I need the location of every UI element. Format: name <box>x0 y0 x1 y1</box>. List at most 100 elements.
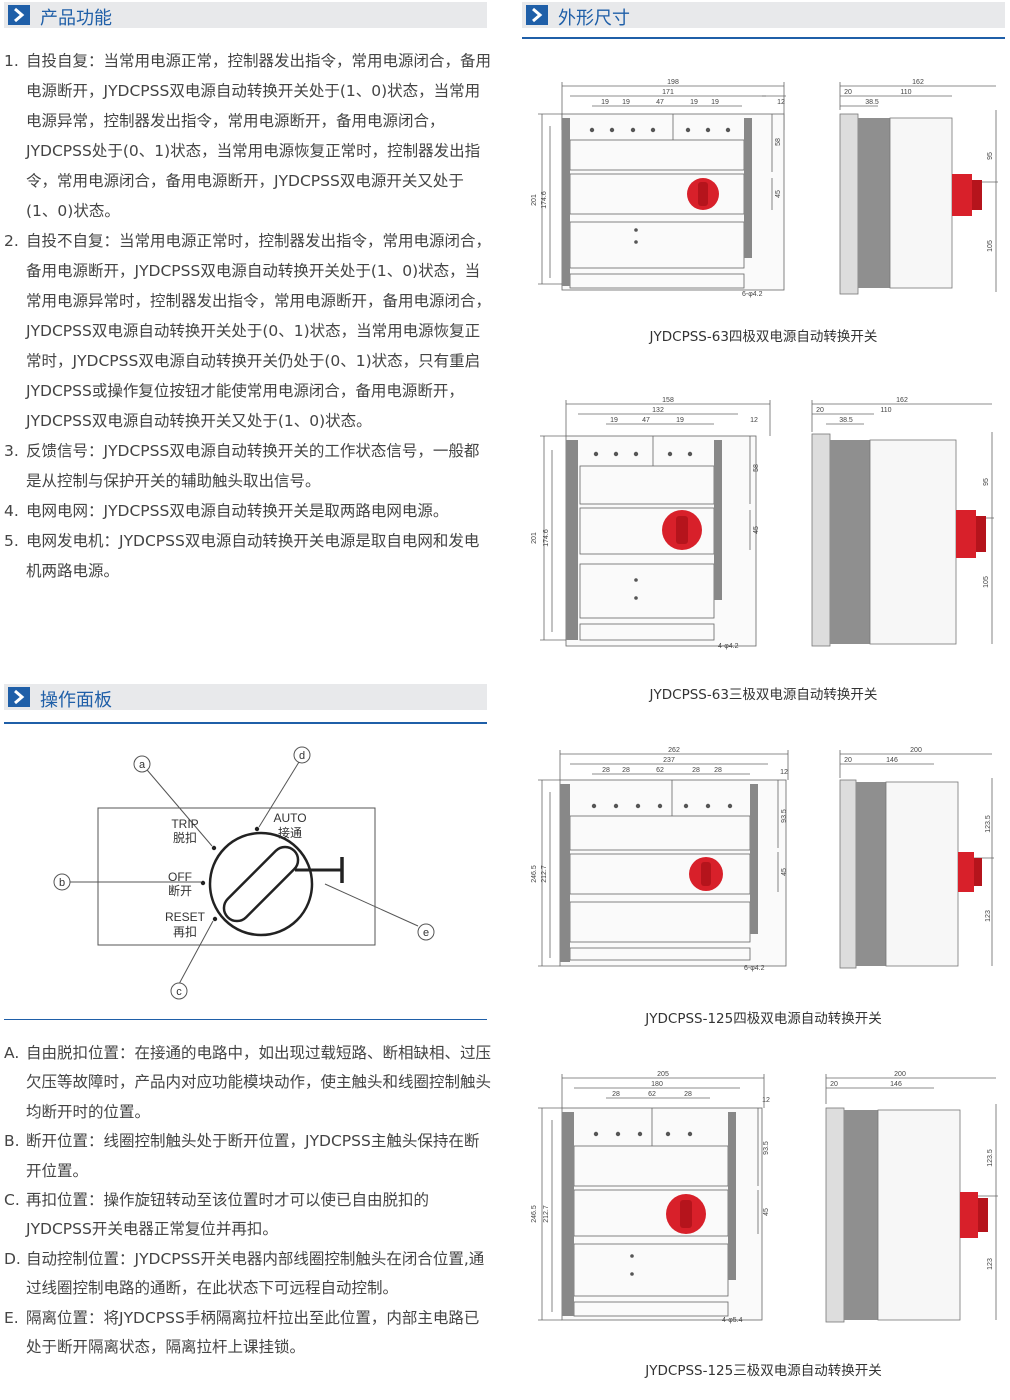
dim-bottom-height: 123 <box>985 910 992 922</box>
dim-right-margin: 12 <box>750 417 758 424</box>
list-item: B. 断开位置：线圈控制触头处于断开位置，JYDCPSS主触头保持在断开位置。 <box>4 1127 492 1186</box>
item-letter: C. <box>4 1191 20 1210</box>
drawing-caption: JYDCPSS-125四极双电源自动转换开关 <box>645 1011 882 1027</box>
callout-c: c <box>176 986 182 998</box>
dim-offset: 38.5 <box>865 99 879 106</box>
dim-spacing: 19 <box>690 99 698 106</box>
item-letter: D. <box>4 1249 21 1268</box>
operation-panel-diagram: a b c d e TRIP 脱扣 OFF 断开 RESET 再扣 AUTO 接… <box>40 740 460 1005</box>
section-divider <box>522 37 1005 39</box>
dim-middle: 45 <box>775 190 782 198</box>
dim-depth: 200 <box>910 747 922 754</box>
dim-rail: 20 <box>844 89 852 96</box>
dim-inner-height: 212.7 <box>543 1205 550 1223</box>
dim-top-height: 123.5 <box>985 815 992 833</box>
section-title: 操作面板 <box>40 690 112 711</box>
label-trip: TRIP <box>171 817 198 831</box>
list-item: 2. 自投不自复：当常用电源正常时，控制器发出指令，常用电源闭合，备用电源断开，J… <box>4 226 492 436</box>
dim-height: 201 <box>531 194 538 206</box>
dim-overall-width: 205 <box>657 1071 669 1078</box>
list-item: C.再扣位置：操作旋钮转动至该位置时才可以使已自由脱扣的JYDCPSS开关电器正… <box>4 1186 492 1245</box>
dimension-drawing-125-4p: 262 237 28 28 62 28 28 12 246.5 212.7 93… <box>522 744 1005 974</box>
item-text: 自由脱扣位置：在接通的电路中，如出现过载短路、断相缺相、过压欠压等故障时，产品内… <box>26 1044 492 1121</box>
dim-spacing: 47 <box>642 417 650 424</box>
item-text: 反馈信号：JYDCPSS双电源自动转换开关的工作状态信号，一般都是从控制与保护开… <box>26 442 480 490</box>
dim-right-margin: 12 <box>777 99 785 106</box>
list-item: D.自动控制位置：JYDCPSS开关电器内部线圈控制触头在闭合位置,通过线圈控制… <box>4 1245 492 1304</box>
dim-spacing: 28 <box>692 767 700 774</box>
item-number: 3. <box>4 442 19 460</box>
dim-spacing: 28 <box>622 767 630 774</box>
dim-upper: 58 <box>775 138 782 146</box>
dim-spacing: 28 <box>602 767 610 774</box>
dim-rail: 20 <box>844 757 852 764</box>
dim-rail: 20 <box>830 1081 838 1088</box>
dim-depth: 162 <box>896 397 908 404</box>
dim-holes: 6-φ4.2 <box>742 291 763 298</box>
dim-spacing: 19 <box>601 99 609 106</box>
item-letter: B. <box>4 1132 20 1151</box>
positions-list: A. 自由脱扣位置：在接通的电路中，如出现过载短路、断相缺相、过压欠压等故障时，产… <box>4 1039 492 1362</box>
chevron-right-icon <box>8 5 30 25</box>
dim-inner-width: 171 <box>662 89 674 96</box>
section-header-panel: 操作面板 <box>4 684 487 711</box>
dim-inner-width: 237 <box>663 757 675 764</box>
dim-depth: 162 <box>912 79 924 86</box>
dim-spacing: 28 <box>612 1091 620 1098</box>
dim-overall-width: 262 <box>668 747 680 754</box>
item-text: 断开位置：线圈控制触头处于断开位置，JYDCPSS主触头保持在断开位置。 <box>26 1132 480 1180</box>
drawing-caption: JYDCPSS-63三极双电源自动转换开关 <box>649 687 878 703</box>
functions-list: 1.自投自复：当常用电源正常，控制器发出指令，常用电源闭合，备用电源断开，JYD… <box>4 46 492 586</box>
dimension-drawing-63-3p: 158 132 19 47 19 12 201 174.6 58 45 4-φ4… <box>522 392 1005 654</box>
dim-overall-width: 158 <box>662 397 674 404</box>
section-divider <box>4 1019 487 1020</box>
dim-upper: 93.5 <box>781 809 788 823</box>
dim-spacing: 28 <box>714 767 722 774</box>
dim-height: 246.5 <box>531 1205 538 1223</box>
dim-spacing: 19 <box>711 99 719 106</box>
dim-top-height: 95 <box>983 478 990 486</box>
dim-middle: 45 <box>763 1208 770 1216</box>
label-reset-cn: 再扣 <box>173 925 197 939</box>
dim-upper: 58 <box>753 464 760 472</box>
dim-spacing: 28 <box>684 1091 692 1098</box>
dim-spacing: 47 <box>656 99 664 106</box>
dim-spacing: 19 <box>610 417 618 424</box>
item-letter: A. <box>4 1044 20 1062</box>
item-number: 2. <box>4 232 19 250</box>
dim-body: 110 <box>880 407 891 414</box>
chevron-right-icon <box>526 5 548 25</box>
dim-spacing: 62 <box>648 1091 656 1098</box>
dim-middle: 45 <box>753 526 760 534</box>
dim-inner-width: 132 <box>652 407 664 414</box>
item-text: 隔离位置：将JYDCPSS手柄隔离拉杆拉出至此位置，内部主电路已处于断开隔离状态… <box>26 1308 480 1357</box>
list-item: 3. 反馈信号：JYDCPSS双电源自动转换开关的工作状态信号，一般都是从控制与保… <box>4 436 492 496</box>
dim-offset: 38.5 <box>839 417 853 424</box>
chevron-right-icon <box>8 687 30 707</box>
dim-depth: 200 <box>894 1071 906 1078</box>
section-header-dimensions: 外形尺寸 <box>522 2 1005 29</box>
section-title: 外形尺寸 <box>558 8 630 29</box>
list-item: A. 自由脱扣位置：在接通的电路中，如出现过载短路、断相缺相、过压欠压等故障时，产… <box>4 1039 492 1127</box>
callout-b: b <box>59 877 65 889</box>
list-item: 4. 电网电网：JYDCPSS双电源自动转换开关是取两路电网电源。 <box>4 496 492 526</box>
label-reset: RESET <box>165 910 206 924</box>
dim-holes: 4-φ4.2 <box>718 643 739 650</box>
dim-upper: 93.5 <box>763 1141 770 1155</box>
section-title: 产品功能 <box>40 8 112 29</box>
dimension-drawing-63-4p: 198 171 19 19 47 19 19 12 201 174.6 58 4… <box>522 70 1005 310</box>
dim-spacing: 62 <box>656 767 664 774</box>
dim-inner-width: 180 <box>651 1081 663 1088</box>
label-off: OFF <box>168 870 192 884</box>
item-text: 自投不自复：当常用电源正常时，控制器发出指令，常用电源闭合，备用电源断开，JYD… <box>26 232 492 430</box>
item-number: 1. <box>4 52 19 70</box>
section-header-functions: 产品功能 <box>4 2 487 29</box>
list-item: 1.自投自复：当常用电源正常，控制器发出指令，常用电源闭合，备用电源断开，JYD… <box>4 46 492 226</box>
dim-bottom-height: 123 <box>987 1258 994 1270</box>
list-item: 5.电网发电机：JYDCPSS双电源自动转换开关电源是取自电网和发电机两路电源。 <box>4 526 492 586</box>
item-text: 电网电网：JYDCPSS双电源自动转换开关是取两路电网电源。 <box>26 502 449 520</box>
drawing-caption: JYDCPSS-63四极双电源自动转换开关 <box>649 329 878 345</box>
label-auto: AUTO <box>273 811 306 825</box>
dim-middle: 45 <box>781 868 788 876</box>
item-number: 4. <box>4 502 19 520</box>
